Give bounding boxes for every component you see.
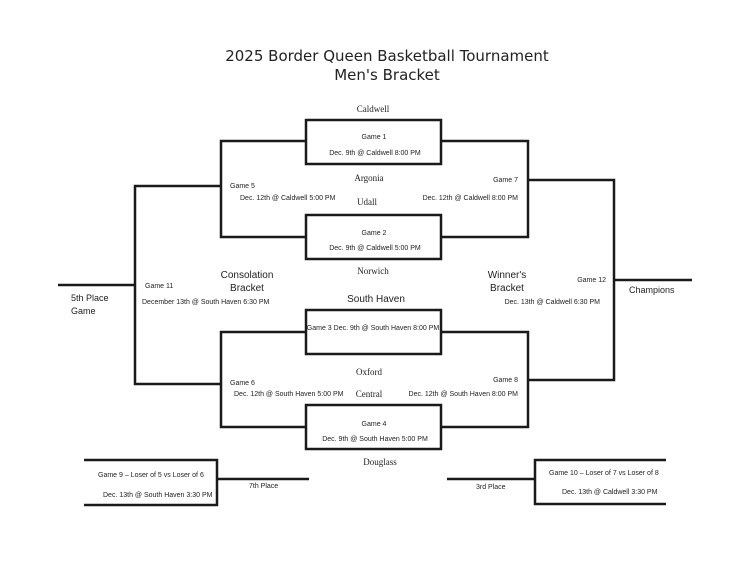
game-4-label: Game 4 [361,421,387,428]
game-7-detail: Dec. 12th @ Caldwell 8:00 PM [422,195,518,202]
game-5-detail: Dec. 12th @ Caldwell 5:00 PM [240,195,336,202]
winners-bracket-label: Winner's [487,270,527,281]
bracket-subtitle: Men's Bracket [334,66,440,84]
consolation-bracket-label: Consolation [220,270,274,281]
game-5-label: Game 5 [230,183,255,190]
game-12-label: Game 12 [577,277,606,284]
game-9-connector [84,458,219,507]
game-8-label: Game 8 [493,377,518,384]
winners-bracket-label-2: Bracket [490,283,524,294]
3rd-place-label: 3rd Place [476,484,506,491]
game-9-label: Game 9 – Loser of 5 vs Loser of 6 [98,472,204,479]
game-10-connector [533,458,666,506]
team-argonia: Argonia [354,173,384,183]
team-douglass: Douglass [363,457,397,467]
team-central: Central [355,389,383,399]
game-12-detail: Dec. 13th @ Caldwell 6:30 PM [504,299,600,306]
team-udall: Udall [357,197,377,207]
5th-place-label: 5th Place [71,293,109,303]
5th-place-game-label: Game [71,306,96,316]
champions-label: Champions [629,285,675,295]
game-11-detail: December 13th @ South Haven 6:30 PM [142,299,270,306]
game-11-label: Game 11 [145,283,174,290]
game-6-label: Game 6 [230,380,255,387]
team-oxford: Oxford [356,367,382,377]
team-norwich: Norwich [357,266,389,276]
game-3-box [304,308,443,356]
tournament-title: 2025 Border Queen Basketball Tournament [225,47,549,65]
game-8-detail: Dec. 12th @ South Haven 8:00 PM [408,391,518,398]
game-4-detail: Dec. 9th @ South Haven 5:00 PM [322,436,428,443]
game-10-detail: Dec. 13th @ Caldwell 3:30 PM [562,489,658,496]
game-1-label: Game 1 [361,134,387,141]
game-2-detail: Dec. 9th @ Caldwell 5:00 PM [329,245,421,252]
game-1-box [304,118,443,166]
team-caldwell: Caldwell [356,104,390,114]
game-6-detail: Dec. 12th @ South Haven 5:00 PM [234,391,344,398]
game-5-connector [219,139,306,239]
game-2-box [304,213,443,261]
game-7-connector [441,139,530,239]
game-10-label: Game 10 – Loser of 7 vs Loser of 8 [549,470,659,477]
game-1-detail: Dec. 9th @ Caldwell 8:00 PM [329,150,421,157]
game-3-text: Game 3 Dec. 9th @ South Haven 8:00 PM [306,325,440,332]
game-7-label: Game 7 [493,177,518,184]
consolation-bracket-label-2: Bracket [230,283,264,294]
game-6-connector [219,330,306,429]
game-2-label: Game 2 [361,230,387,237]
7th-place-label: 7th Place [249,483,279,490]
team-south-haven: South Haven [347,294,405,305]
game-9-detail: Dec. 13th @ South Haven 3:30 PM [103,492,213,499]
